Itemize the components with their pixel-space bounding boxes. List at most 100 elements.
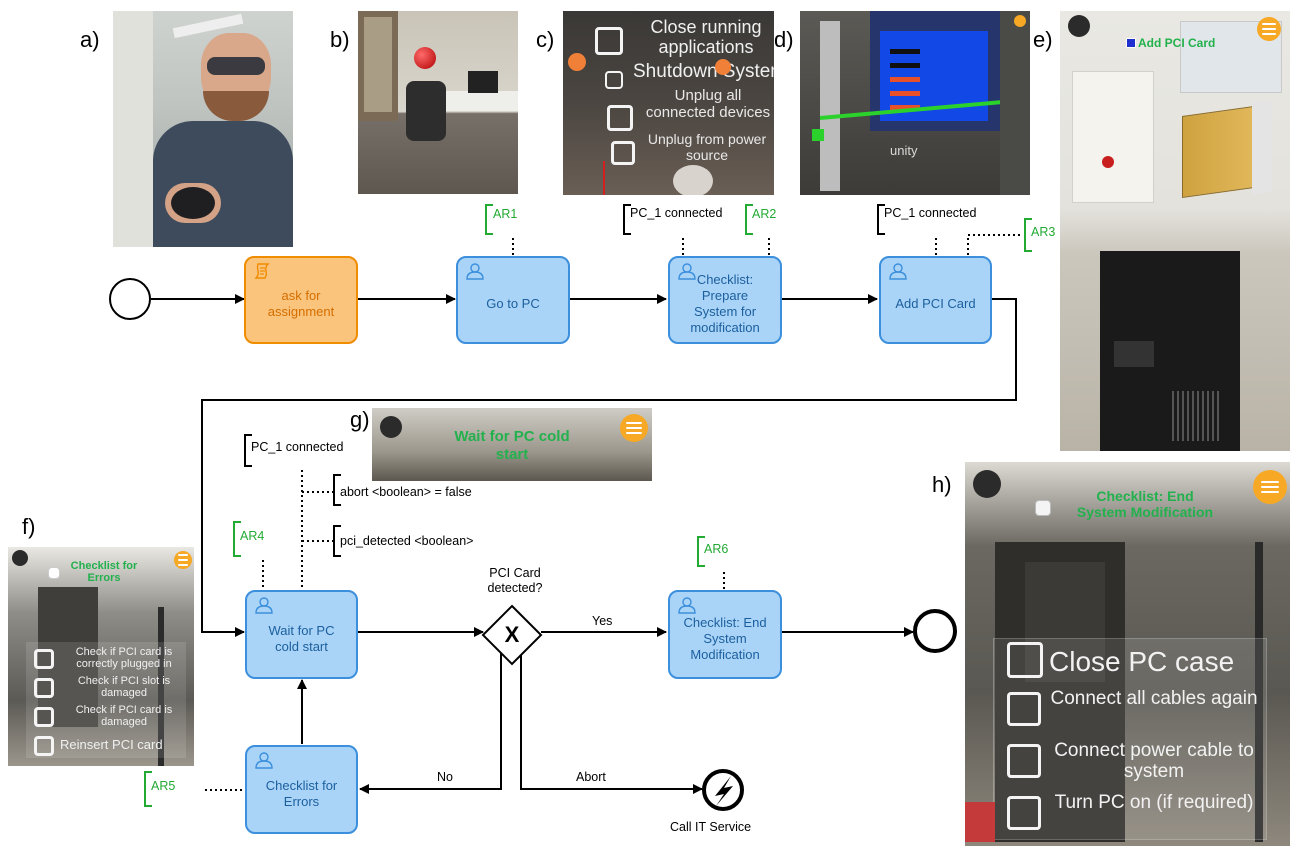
menu-icon[interactable] <box>1257 17 1281 41</box>
gear-icon[interactable] <box>1068 15 1090 37</box>
checkbox-checked[interactable] <box>1126 38 1136 48</box>
ar-label: AR4 <box>240 529 265 543</box>
checkbox-unchecked[interactable] <box>34 736 54 756</box>
task-label: Add PCI Card <box>895 296 976 311</box>
checkbox-checked[interactable] <box>48 567 60 579</box>
panel-label-h: h) <box>932 472 952 497</box>
task-wait-for-pc-cold-start[interactable]: Wait for PC cold start <box>245 590 358 679</box>
task-ask-for-assignment[interactable]: ask for assignment <box>244 256 358 344</box>
task-go-to-pc[interactable]: Go to PC <box>456 256 570 344</box>
panel-title: Wait for PC cold start <box>454 428 570 463</box>
panel-label-c: c) <box>536 27 555 52</box>
checkbox-unchecked[interactable] <box>611 141 635 165</box>
checkbox-unchecked[interactable] <box>1007 692 1041 726</box>
checklist-item: Check if PCI slot is damaged <box>77 675 171 699</box>
checkbox-checked[interactable] <box>1035 500 1051 516</box>
checkbox-checked[interactable] <box>607 105 633 131</box>
checklist-item: Connect power cable to system <box>1054 740 1254 782</box>
annotation-pc1-connected: PC_1 connected <box>251 440 344 454</box>
checkbox-unchecked[interactable] <box>34 649 54 669</box>
red-sphere-icon <box>414 47 436 69</box>
panel-title: Checklist: End System Modification <box>1076 488 1214 520</box>
task-checklist-for-errors[interactable]: Checklist for Errors <box>245 745 358 834</box>
task-add-pci-card[interactable]: Add PCI Card <box>879 256 992 344</box>
gear-icon[interactable] <box>973 470 1001 498</box>
annotation-pc1-connected: PC_1 connected <box>884 206 977 220</box>
ar-label: AR2 <box>752 207 777 221</box>
task-label: Wait for PC cold start <box>268 622 335 654</box>
checklist-item: Connect all cables again <box>1050 688 1258 709</box>
photo-c-prepare-checklist: Close running applications Shutdown Syst… <box>563 11 774 195</box>
user-icon <box>255 597 273 614</box>
checklist-item: Check if PCI card is correctly plugged i… <box>75 646 173 670</box>
checkbox-checked[interactable] <box>1007 642 1043 678</box>
edge-label-no: No <box>437 770 453 784</box>
photo-f-checklist-for-errors: Checklist for Errors Check if PCI card i… <box>8 547 194 766</box>
photo-b-desk-with-marker <box>358 11 518 194</box>
gateway-label: PCI Card detected? <box>487 566 543 595</box>
lightning-icon <box>715 776 733 806</box>
annotation-pc1-connected: PC_1 connected <box>630 206 723 220</box>
start-event <box>109 278 151 320</box>
ar-label: AR6 <box>704 542 729 556</box>
ar-label: AR3 <box>1031 225 1056 239</box>
task-label: Checklist for Errors <box>265 777 338 809</box>
panel-label-b: b) <box>330 27 350 52</box>
panel-label-g: g) <box>350 407 370 432</box>
menu-icon[interactable] <box>1253 470 1287 504</box>
gear-icon[interactable] <box>380 416 402 438</box>
user-icon <box>678 597 696 614</box>
task-label: Checklist: End System Modification <box>683 614 767 662</box>
ar-label: AR5 <box>151 779 176 793</box>
panel-label-e: e) <box>1033 27 1053 52</box>
edge-label-abort: Abort <box>576 770 606 784</box>
task-label: Go to PC <box>486 296 540 311</box>
checklist-item: Reinsert PCI card <box>60 737 163 752</box>
checkbox-checked[interactable] <box>34 678 54 698</box>
edge-label-yes: Yes <box>592 614 613 628</box>
task-label: ask for assignment <box>267 288 335 319</box>
menu-icon[interactable] <box>620 414 648 442</box>
photo-d-pc-internals: unity <box>800 11 1030 195</box>
panel-label-f: f) <box>22 514 36 539</box>
gear-icon[interactable] <box>12 550 28 566</box>
menu-icon[interactable] <box>174 551 192 569</box>
checklist-item: Shutdown System <box>633 61 774 82</box>
checklist-item: Turn PC on (if required) <box>1054 792 1254 813</box>
checklist-item: Unplug all connected devices <box>645 87 771 121</box>
checkbox-checked[interactable] <box>605 71 623 89</box>
user-icon <box>678 263 696 280</box>
task-checklist-prepare[interactable]: Checklist: Prepare System for modificati… <box>668 256 782 344</box>
flow-gateway-callit <box>520 650 703 794</box>
checklist-item: Close PC case <box>1049 646 1235 677</box>
script-icon <box>254 263 270 279</box>
checkbox-unchecked[interactable] <box>1007 796 1041 830</box>
flow-addpci-wait <box>201 298 1017 637</box>
checkbox-unchecked[interactable] <box>34 707 54 727</box>
checkbox-unchecked[interactable] <box>1007 744 1041 778</box>
annotation-abort-var: abort <boolean> = false <box>340 485 472 499</box>
checklist-item: Close running applications <box>650 17 762 57</box>
call-it-label: Call IT Service <box>670 820 752 834</box>
end-event <box>913 609 957 653</box>
flow-gateway-errors <box>359 650 502 794</box>
menu-icon[interactable] <box>715 59 731 75</box>
photo-g-wait-for-cold-start: Wait for PC cold start <box>372 408 652 481</box>
photo-e-add-pci-card: Add PCI Card <box>1060 11 1290 451</box>
gateway-symbol: X <box>504 622 520 647</box>
unity-logo: unity <box>890 143 918 158</box>
gear-icon[interactable] <box>568 53 586 71</box>
task-label: Checklist: Prepare System for modificati… <box>690 272 760 335</box>
user-icon <box>255 752 273 769</box>
panel-label-a: a) <box>80 27 100 52</box>
pci-card-3d <box>1182 105 1254 199</box>
user-icon <box>466 263 484 280</box>
task-checklist-end-modification[interactable]: Checklist: End System Modification <box>668 590 782 679</box>
checkbox-checked[interactable] <box>595 27 623 55</box>
photo-h-end-modification-checklist: Checklist: End System Modification Close… <box>965 462 1290 846</box>
photo-a-user-with-headset <box>113 11 293 247</box>
checklist-item: Unplug from power source <box>647 131 767 163</box>
ar-label: AR1 <box>493 207 518 221</box>
panel-title: Add PCI Card <box>1138 36 1216 50</box>
